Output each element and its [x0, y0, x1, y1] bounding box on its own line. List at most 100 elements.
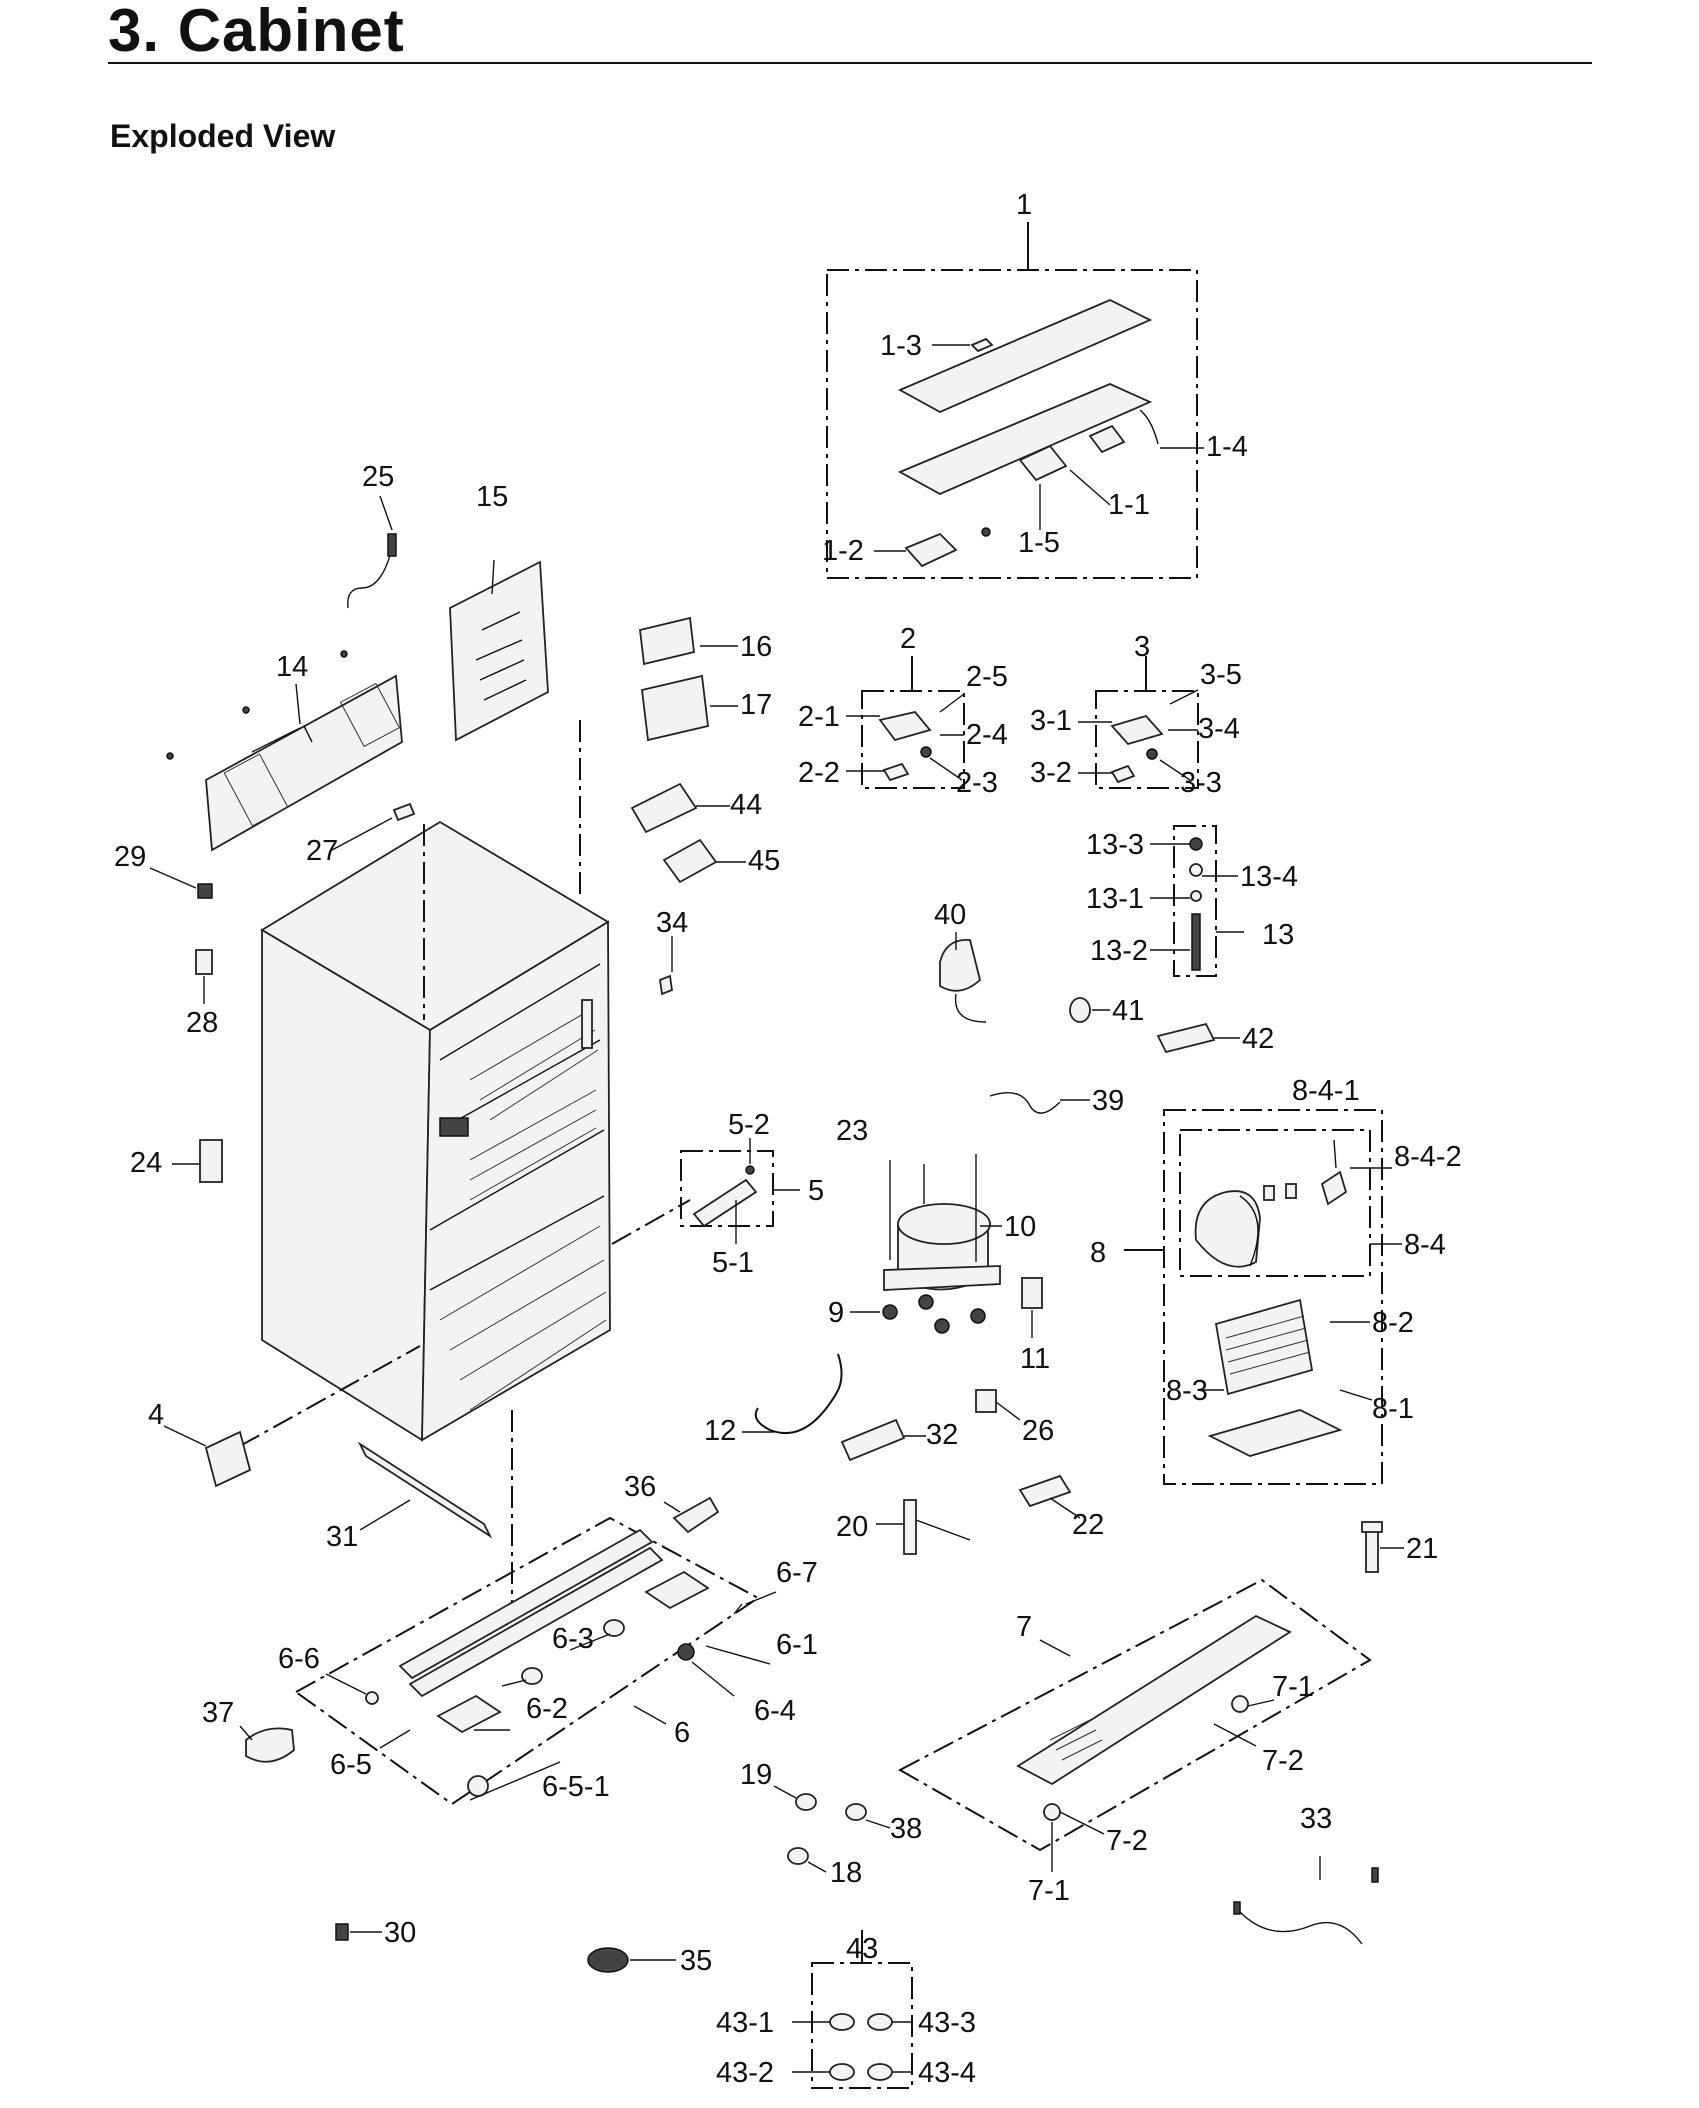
callout-label: 5-2	[728, 1109, 770, 1141]
callout-label: 39	[1092, 1085, 1124, 1117]
callout-labels: 1 1-3 1-4 1-1 1-5 1-2 25 15 14 16 17 44 …	[114, 189, 1462, 2089]
callout-label: 43-1	[716, 2007, 774, 2039]
callout-label: 22	[1072, 1509, 1104, 1541]
callout-label: 9	[828, 1297, 844, 1329]
callout-label: 14	[276, 651, 308, 683]
callout-label: 6-6	[278, 1643, 320, 1675]
top-frame-group	[826, 222, 1204, 579]
group-8-assembly	[1124, 1109, 1402, 1485]
callout-label: 25	[362, 461, 394, 493]
callout-label: 7	[1016, 1611, 1032, 1643]
callout-label: 4	[148, 1399, 164, 1431]
callout-label: 1-3	[880, 330, 922, 362]
alignment-lines	[239, 720, 691, 1612]
callout-label: 17	[740, 689, 772, 721]
callout-label: 2-1	[798, 701, 840, 733]
callout-label: 35	[680, 1945, 712, 1977]
callout-label: 10	[1004, 1211, 1036, 1243]
callout-label: 6-5-1	[542, 1771, 610, 1803]
callout-label: 3	[1134, 631, 1150, 663]
callout-label: 41	[1112, 995, 1144, 1027]
callout-label: 40	[934, 899, 966, 931]
callout-label: 7-2	[1262, 1745, 1304, 1777]
callout-label: 1-5	[1018, 527, 1060, 559]
callout-label: 21	[1406, 1533, 1438, 1565]
callout-label: 2-3	[956, 767, 998, 799]
callout-label: 6-5	[330, 1749, 372, 1781]
control-boards	[630, 616, 746, 884]
callout-label: 8-4-2	[1394, 1141, 1462, 1173]
callout-label: 3-3	[1180, 767, 1222, 799]
callout-label: 6-4	[754, 1695, 796, 1727]
part-21	[1361, 1521, 1404, 1573]
callout-label: 2-5	[966, 661, 1008, 693]
callout-label: 30	[384, 1917, 416, 1949]
callout-label: 6-7	[776, 1557, 818, 1589]
callout-label: 24	[130, 1147, 162, 1179]
callout-label: 3-1	[1030, 705, 1072, 737]
callout-label: 8-2	[1372, 1307, 1414, 1339]
callout-label: 13-1	[1086, 883, 1144, 915]
callout-label: 3-5	[1200, 659, 1242, 691]
callout-label: 8-4	[1404, 1229, 1446, 1261]
callout-label: 6	[674, 1717, 690, 1749]
callout-label: 3-4	[1198, 713, 1240, 745]
callout-label: 36	[624, 1471, 656, 1503]
callout-label: 33	[1300, 1803, 1332, 1835]
callout-label: 28	[186, 1007, 218, 1039]
title-rule	[108, 62, 1592, 64]
hinge-groups	[846, 656, 1199, 789]
callout-label: 7-2	[1106, 1825, 1148, 1857]
compressor-group	[742, 1154, 1081, 1555]
callout-label: 34	[656, 907, 688, 939]
callout-label: 43-4	[918, 2057, 976, 2089]
callout-label: 15	[476, 481, 508, 513]
bracket-5-group	[680, 1138, 800, 1244]
callout-label: 23	[836, 1115, 868, 1147]
callout-label: 3-2	[1030, 757, 1072, 789]
callout-label: 43-2	[716, 2057, 774, 2089]
page-title: 3. Cabinet	[108, 0, 405, 64]
rear-parts	[166, 495, 549, 852]
callout-label: 7-1	[1272, 1671, 1314, 1703]
callout-label: 16	[740, 631, 772, 663]
callout-label: 27	[306, 835, 338, 867]
callout-label: 26	[1022, 1415, 1054, 1447]
callout-label: 8-3	[1166, 1375, 1208, 1407]
callout-label: 20	[836, 1511, 868, 1543]
callout-label: 11	[1020, 1343, 1050, 1375]
section-subtitle: Exploded View	[110, 118, 336, 154]
callout-label: 1-1	[1108, 489, 1150, 521]
callout-label: 31	[326, 1521, 358, 1553]
callout-label: 12	[704, 1415, 736, 1447]
callout-label: 1-2	[822, 535, 864, 567]
callout-label: 37	[202, 1697, 234, 1729]
callout-label: 43	[846, 1933, 878, 1965]
callout-label: 1	[1016, 189, 1032, 221]
small-parts-left	[149, 802, 720, 1941]
callout-label: 1-4	[1206, 431, 1248, 463]
callout-label: 6-3	[552, 1623, 594, 1655]
callout-label: 2-2	[798, 757, 840, 789]
callout-label: 29	[114, 841, 146, 873]
callout-label: 8	[1090, 1237, 1106, 1269]
callout-label: 32	[926, 1419, 958, 1451]
callout-label: 18	[830, 1857, 862, 1889]
callout-label: 13-3	[1086, 829, 1144, 861]
bottom-misc-parts	[587, 1785, 1379, 2089]
callout-label: 43-3	[918, 2007, 976, 2039]
callout-label: 44	[730, 789, 762, 821]
callout-label: 8-1	[1372, 1393, 1414, 1425]
cabinet-body	[260, 820, 611, 1442]
callout-label: 6-1	[776, 1629, 818, 1661]
valve-and-misc	[939, 825, 1244, 1114]
base-group-6	[294, 1516, 777, 1806]
callout-label: 38	[890, 1813, 922, 1845]
callout-label: 8-4-1	[1292, 1075, 1360, 1107]
callout-label: 13-4	[1240, 861, 1298, 893]
callout-label: 19	[740, 1759, 772, 1791]
callout-label: 13-2	[1090, 935, 1148, 967]
callout-label: 45	[748, 845, 780, 877]
